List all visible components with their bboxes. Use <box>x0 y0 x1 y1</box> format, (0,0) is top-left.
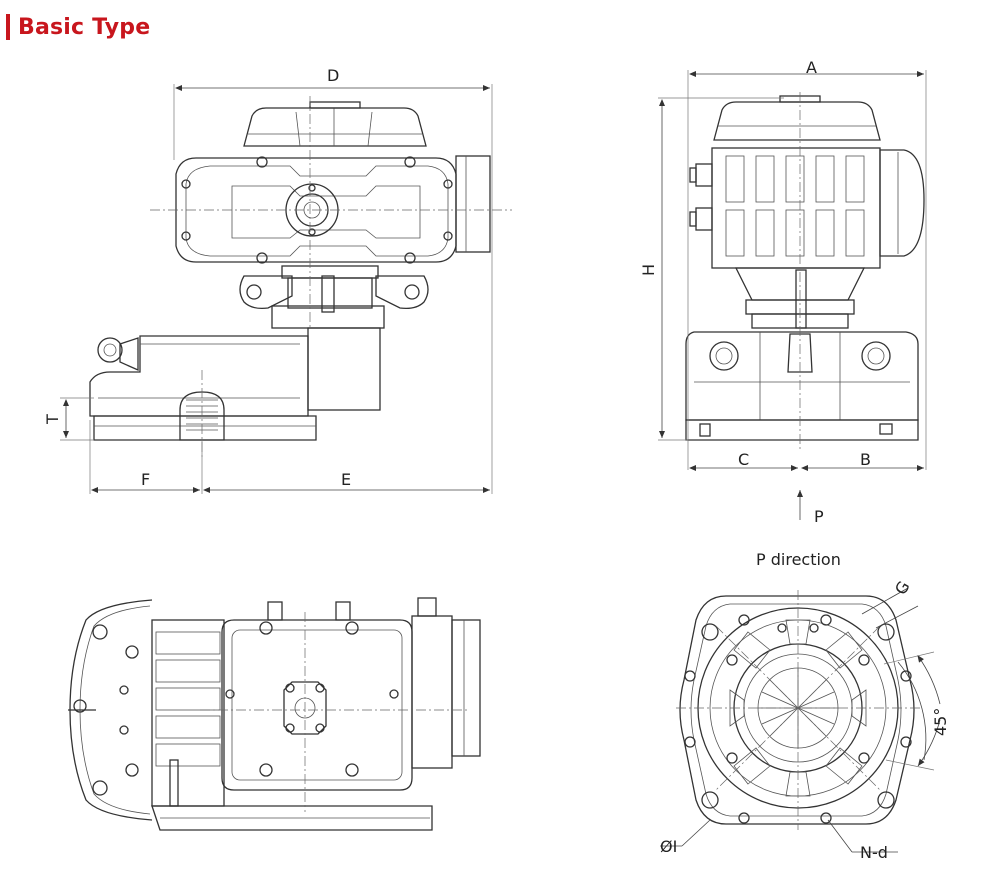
dimension-i-label: ØI <box>660 837 677 856</box>
p-direction-view-label: P direction <box>756 550 841 569</box>
page-title: Basic Type <box>18 14 151 40</box>
front-view <box>89 96 512 460</box>
dimension-a-label: A <box>806 58 817 77</box>
dimension-c-label: C <box>738 450 749 469</box>
dimension-b-label: B <box>860 450 871 469</box>
title-bar: Basic Type <box>6 12 150 42</box>
front-view-dimensions: D F E T <box>43 66 493 494</box>
top-view <box>68 597 481 831</box>
dimension-e-label: E <box>341 470 351 489</box>
dimension-f-label: F <box>141 470 150 489</box>
title-accent-bar <box>6 14 10 40</box>
dimension-d-label: D <box>327 66 339 85</box>
dimension-h-label: H <box>639 264 658 276</box>
direction-p-label: P <box>814 507 824 526</box>
flange-view <box>676 590 922 830</box>
dimension-g-label: G <box>891 578 914 598</box>
side-view <box>685 92 925 450</box>
side-view-dimensions: A H C B P <box>639 58 927 526</box>
dimension-angle-label: 45° <box>931 708 950 736</box>
dimension-nd-label: N-d <box>860 843 888 862</box>
dimension-t-label: T <box>43 414 62 425</box>
